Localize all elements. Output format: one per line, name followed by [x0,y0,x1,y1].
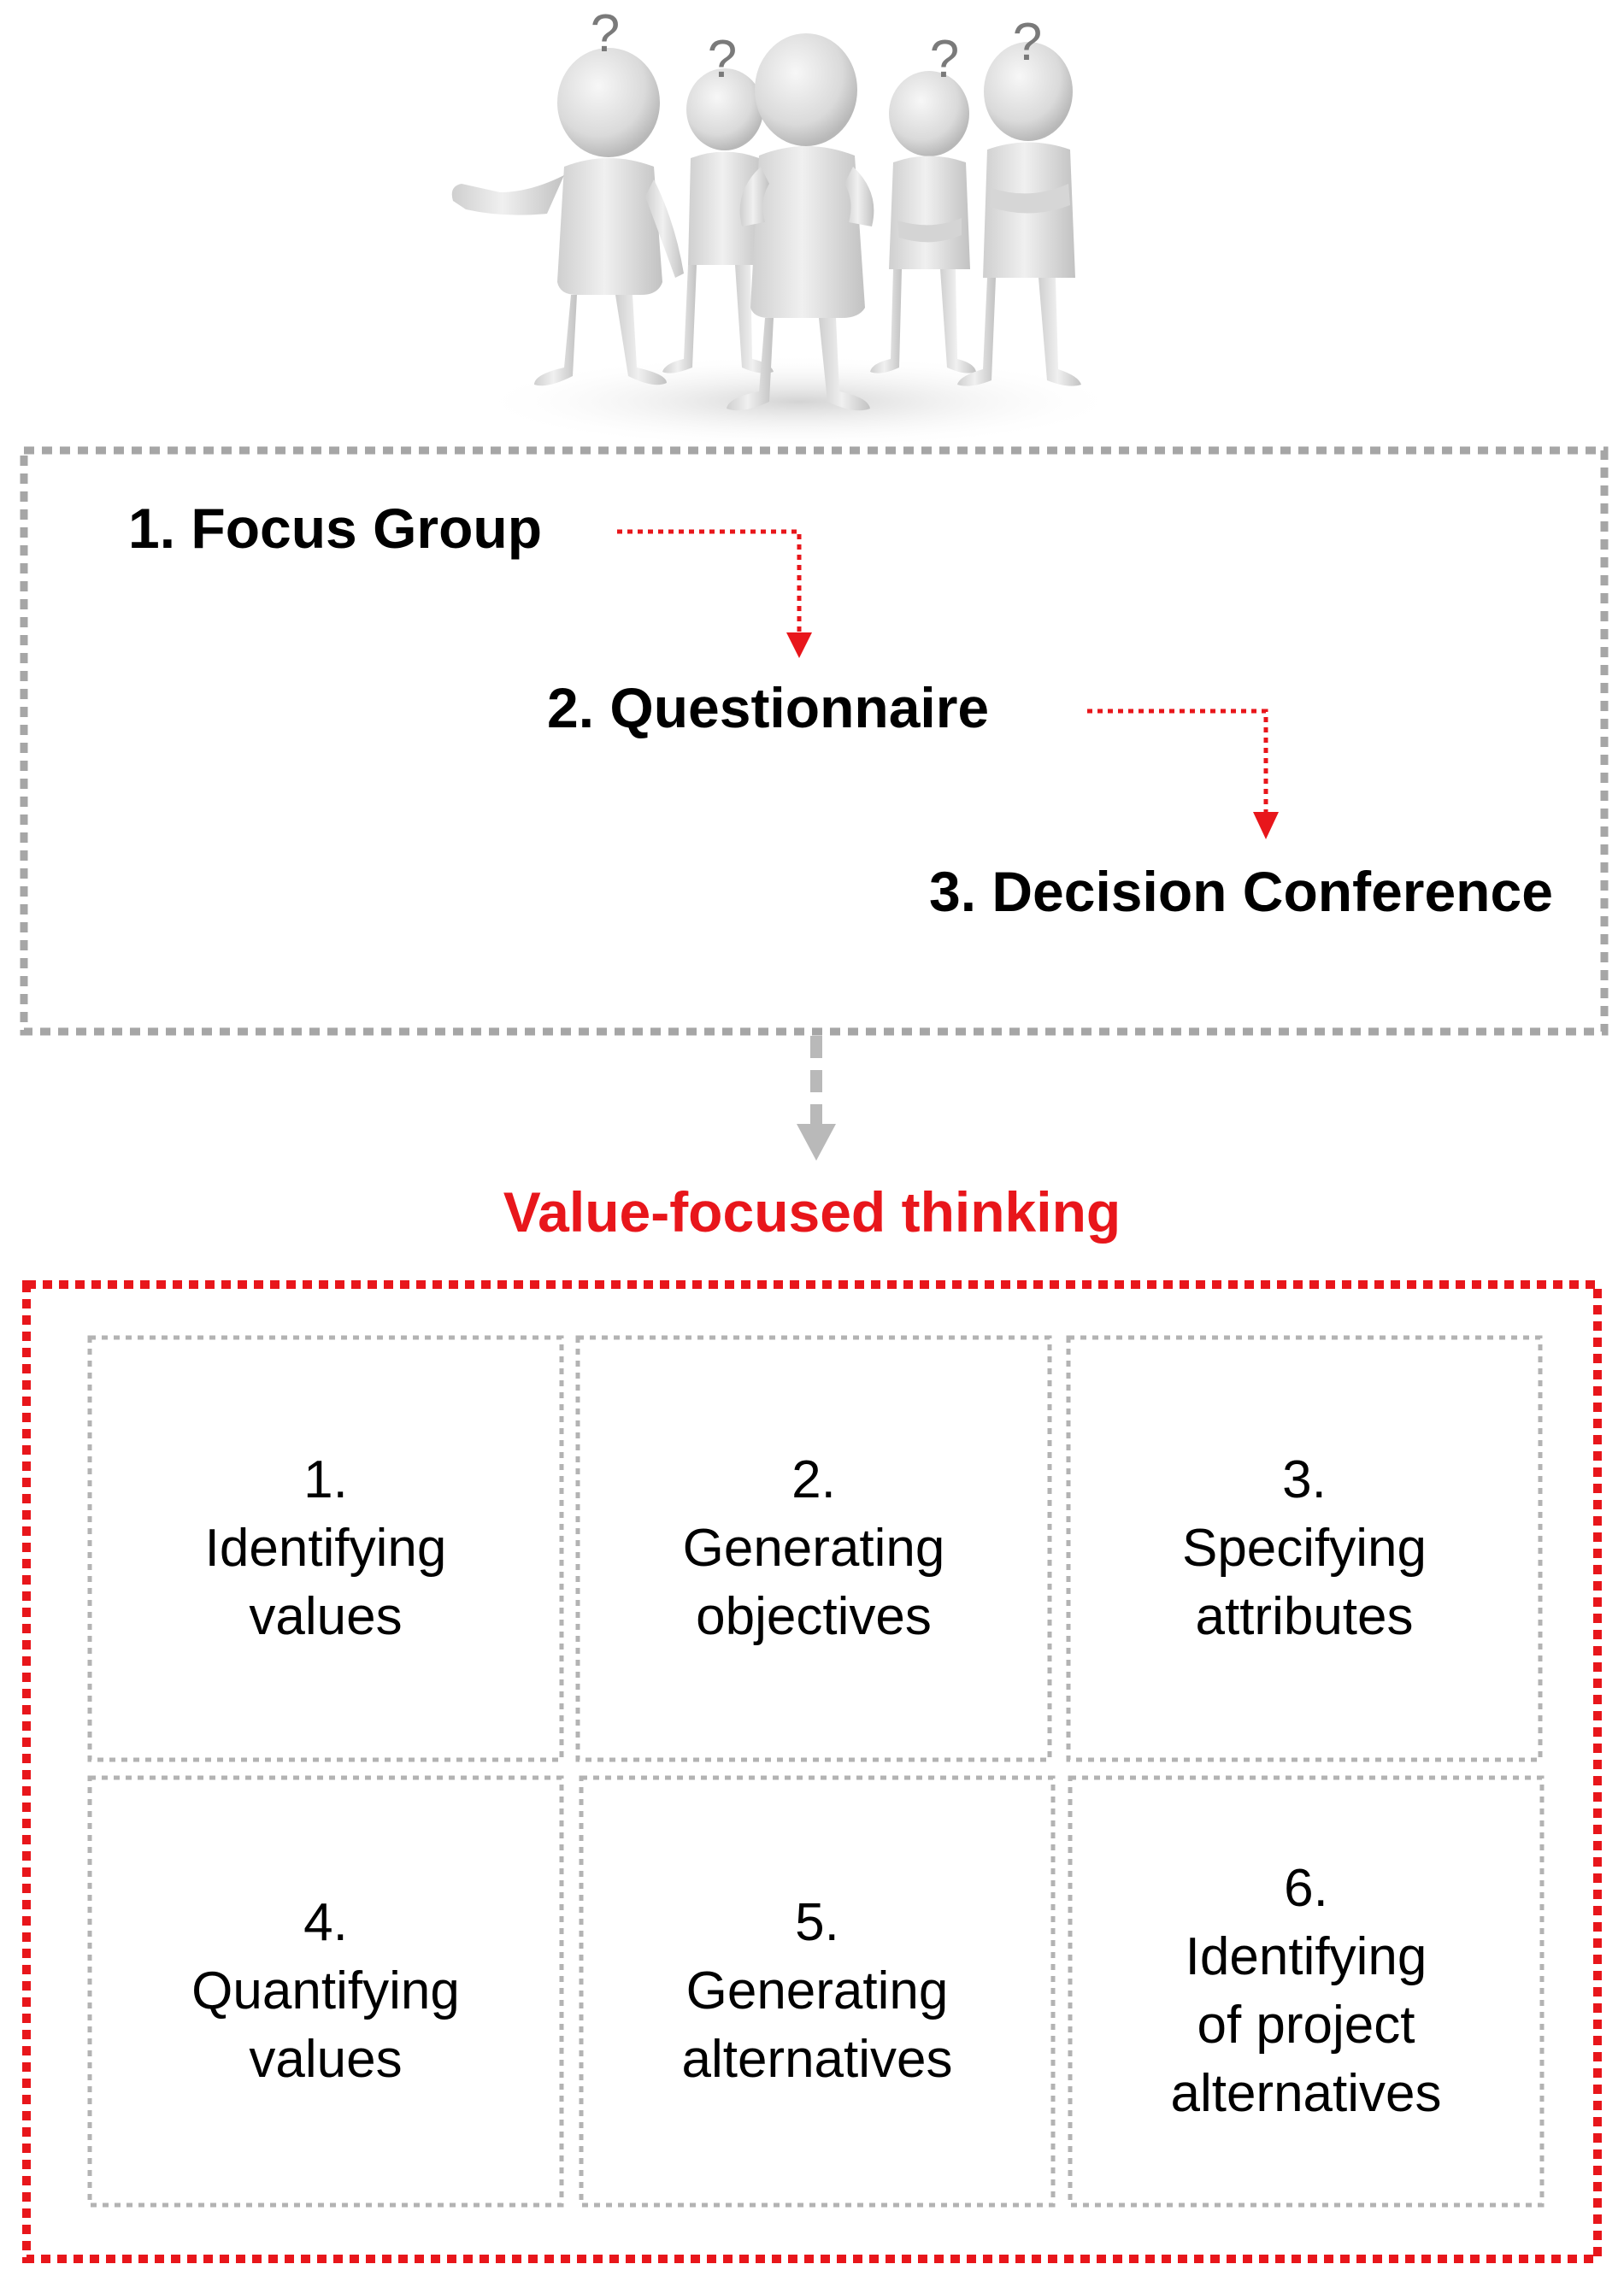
step-cell-border [1066,1335,1543,1762]
step-text-line: of project [1197,1996,1415,2055]
step-text-line: alternatives [1170,2064,1442,2123]
step-number: 2. [791,1450,836,1509]
stage-connector-1-2 [617,529,812,658]
stage-questionnaire: 2. Questionnaire [547,676,990,739]
vft-step-2: 2. Generating objectives [578,1338,1050,1760]
step-number: 5. [795,1893,839,1952]
vft-box [22,1280,1602,2263]
stage-connector-2-3 [1087,709,1279,839]
step-text-line: Identifying [1185,1927,1427,1986]
vft-title: Value-focused thinking [503,1180,1121,1244]
stage-decision-conference: 3. Decision Conference [929,860,1553,923]
person-figure-icon [451,48,684,386]
step-cell-border [1068,1775,1545,2208]
step-cell-border [579,1775,1056,2208]
question-mark-icon: ? [930,30,959,89]
step-number: 1. [303,1450,348,1509]
step-cell-border [87,1775,564,2208]
question-mark-icon: ? [1013,13,1042,72]
step-number: 3. [1282,1450,1327,1509]
step-cell-border [87,1335,564,1762]
person-figure-icon [957,42,1081,386]
step-text-line: values [249,2030,403,2089]
step-text-line: values [249,1587,403,1646]
vft-step-3: 3. Specifying attributes [1068,1338,1540,1760]
vft-step-borders [87,1335,1545,2208]
person-figure-icon [727,33,874,411]
down-arrow-icon [797,1036,836,1161]
vft-step-6: 6. Identifying of project alternatives [1070,1778,1542,2205]
person-figure-icon [870,71,976,373]
step-text-line: Quantifying [191,1961,460,2020]
step-text-line: alternatives [681,2030,953,2089]
step-text-line: Specifying [1181,1519,1427,1578]
step-cell-border [575,1335,1052,1762]
process-group-box [20,446,1609,1036]
step-text-line: objectives [696,1587,932,1646]
step-text-line: attributes [1195,1587,1414,1646]
step-number: 4. [303,1893,348,1952]
step-text-line: Generating [682,1519,945,1578]
person-figure-icon [662,68,774,373]
step-number: 6. [1284,1859,1328,1918]
vft-step-4: 4. Quantifying values [90,1778,562,2205]
question-mark-icon: ? [591,4,620,63]
step-text-line: Generating [685,1961,949,2020]
people-group-illustration-icon: ? ? ? ? [451,4,1124,449]
question-mark-icon: ? [708,30,737,89]
vft-step-1: 1. Identifying values [90,1338,562,1760]
stage-focus-group: 1. Focus Group [128,497,543,560]
step-text-line: Identifying [204,1519,447,1578]
vft-step-5: 5. Generating alternatives [581,1778,1053,2205]
